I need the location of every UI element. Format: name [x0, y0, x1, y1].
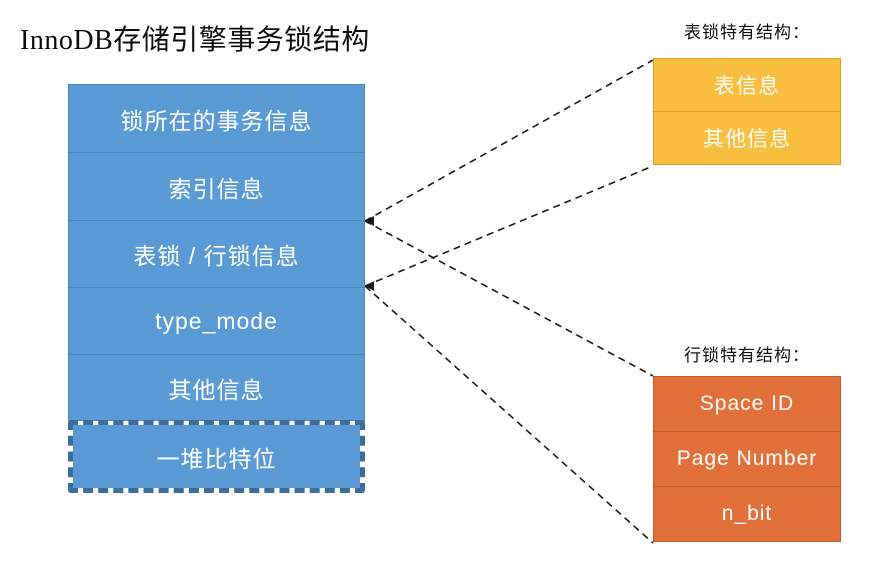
row-lock-row-n-bit[interactable]: n_bit: [653, 486, 841, 542]
table-lock-row-label: 其他信息: [703, 128, 791, 151]
row-lock-row-label: Space ID: [699, 392, 795, 415]
table-lock-box: 表信息 其他信息: [653, 58, 841, 166]
lock-row-label: 锁所在的事务信息: [120, 107, 313, 134]
lock-row-type-mode[interactable]: type_mode: [68, 287, 365, 355]
lock-row-label: 表锁 / 行锁信息: [133, 243, 300, 269]
lock-row-transaction-info[interactable]: 锁所在的事务信息: [68, 84, 365, 153]
row-lock-row-label: n_bit: [721, 502, 773, 525]
lock-row-label: type_mode: [155, 307, 278, 334]
table-lock-row-label: 表信息: [714, 75, 780, 98]
lock-row-other-info[interactable]: 其他信息: [68, 354, 365, 421]
lock-row-table-or-row-lock-info[interactable]: 表锁 / 行锁信息: [68, 220, 365, 288]
row-lock-row-page-number[interactable]: Page Number: [653, 431, 841, 487]
lock-row-label: 索引信息: [168, 175, 265, 202]
connector-line-tablelock-to-row-box: [364, 220, 654, 377]
lock-row-bitmap[interactable]: 一堆比特位: [68, 420, 365, 493]
lock-structure-stack: 锁所在的事务信息 索引信息 表锁 / 行锁信息 type_mode 其他信息 一…: [68, 84, 365, 493]
lock-row-index-info[interactable]: 索引信息: [68, 152, 365, 221]
connector-line-rowlock-to-row-box: [364, 285, 654, 544]
row-lock-caption: 行锁特有结构：: [684, 346, 810, 365]
connector-arrowheads: [365, 216, 374, 291]
table-lock-row-other-info[interactable]: 其他信息: [653, 111, 841, 165]
table-lock-caption: 表锁特有结构：: [684, 23, 810, 42]
connector-line-rowlock-to-table-box: [364, 165, 654, 287]
row-lock-box: Space ID Page Number n_bit: [653, 376, 841, 543]
page-title: InnoDB存储引擎事务锁结构: [20, 25, 370, 56]
lock-row-label: 一堆比特位: [156, 445, 277, 472]
row-lock-row-label: Page Number: [676, 447, 818, 470]
connector-line-tablelock-to-table-box: [364, 59, 654, 222]
row-lock-row-space-id[interactable]: Space ID: [653, 376, 841, 432]
table-lock-row-table-info[interactable]: 表信息: [653, 58, 841, 112]
lock-row-label: 其他信息: [168, 376, 265, 403]
